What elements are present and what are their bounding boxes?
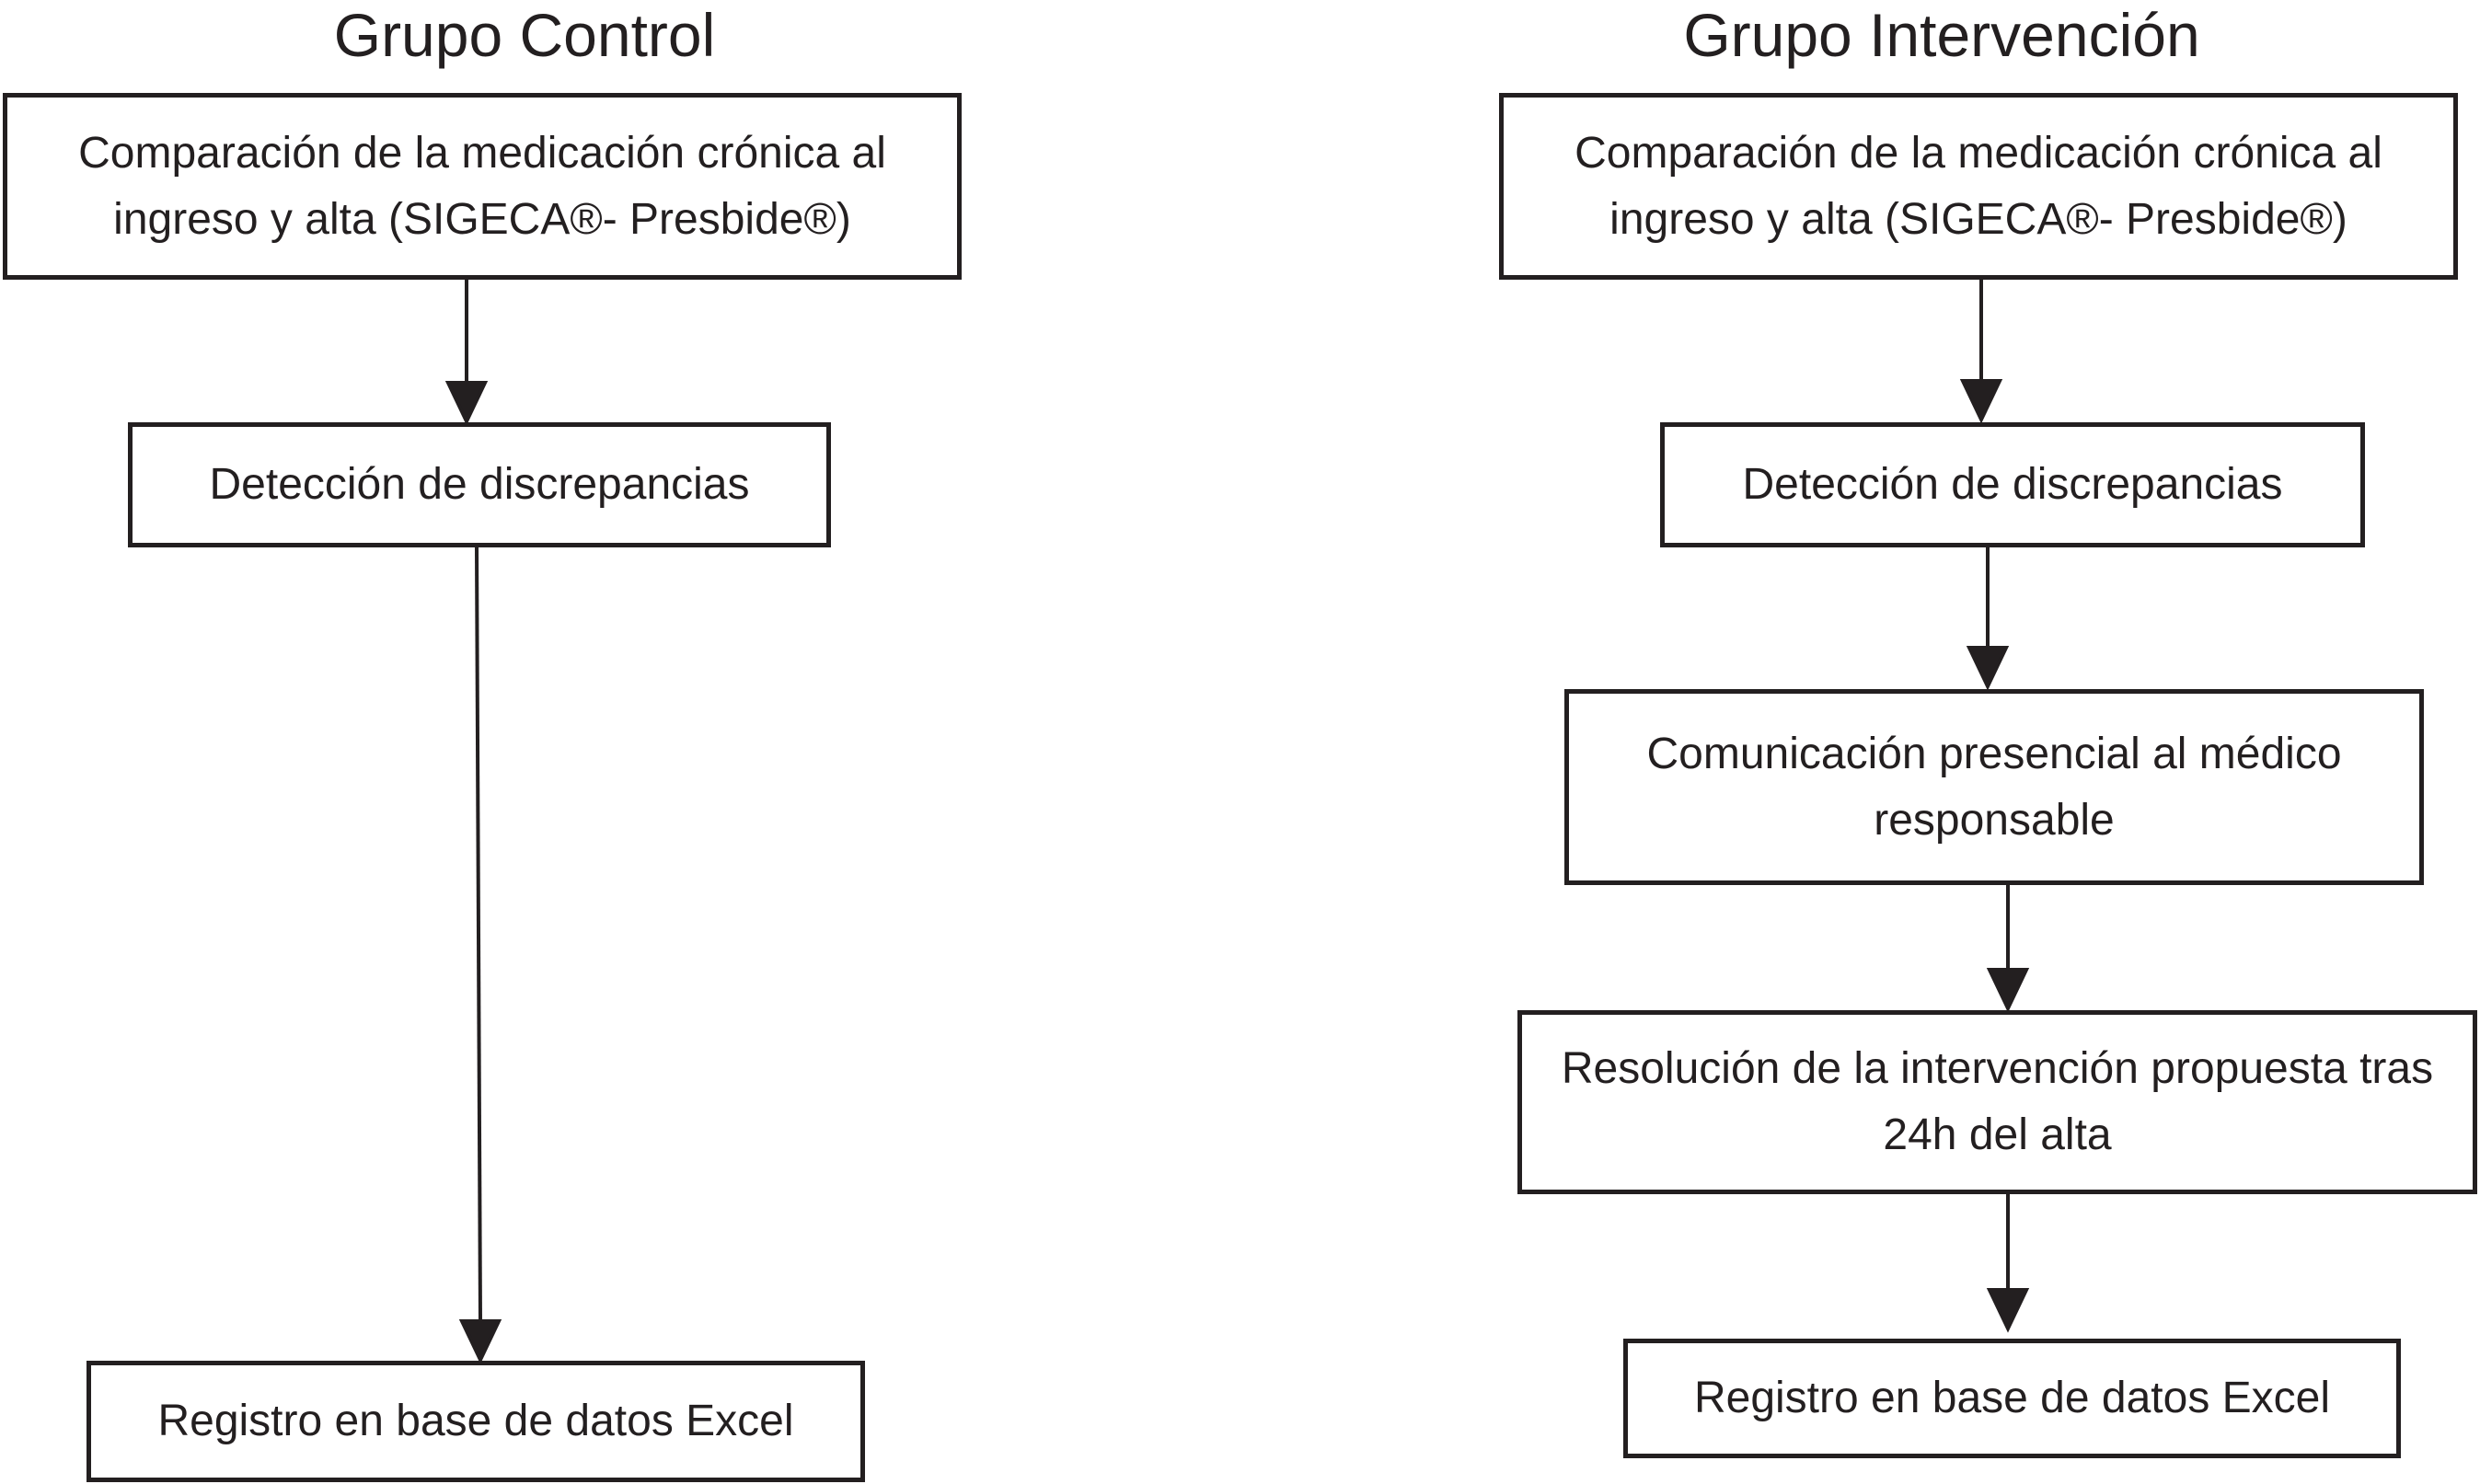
intervention-step-detection: Detección de discrepancias	[1660, 422, 2365, 547]
control-step-excel-record: Registro en base de datos Excel	[87, 1361, 865, 1482]
control-group-title: Grupo Control	[333, 1, 716, 69]
control-arrow-2	[475, 546, 482, 1324]
intervention-step-comparison: Comparación de la medicación crónica al …	[1499, 93, 2458, 280]
control-step-comparison-text: Comparación de la medicación crónica al …	[78, 128, 886, 244]
intervention-step-resolution-text: Resolución de la intervención propuesta …	[1561, 1044, 2434, 1159]
intervention-step-excel-record-text: Registro en base de datos Excel	[1693, 1374, 2331, 1422]
intervention-step-resolution: Resolución de la intervención propuesta …	[1517, 1010, 2477, 1194]
intervention-step-excel-record: Registro en base de datos Excel	[1623, 1339, 2401, 1458]
control-step-detection: Detección de discrepancias	[128, 422, 831, 547]
control-step-comparison: Comparación de la medicación crónica al …	[3, 93, 962, 280]
intervention-arrowhead-4	[1986, 1288, 2030, 1333]
intervention-group-title: Grupo Intervención	[1683, 1, 2200, 69]
intervention-step-detection-text: Detección de discrepancias	[1742, 460, 2283, 509]
intervention-arrowhead-1	[1959, 379, 2003, 424]
control-step-excel-record-text: Registro en base de datos Excel	[157, 1397, 794, 1445]
control-arrowhead-2	[458, 1319, 502, 1364]
intervention-step-communication: Comunicación presencial al médico respon…	[1564, 689, 2424, 885]
intervention-step-communication-text: Comunicación presencial al médico respon…	[1646, 729, 2342, 845]
control-step-detection-text: Detección de discrepancias	[209, 460, 750, 509]
intervention-arrowhead-3	[1986, 968, 2030, 1013]
intervention-arrowhead-2	[1966, 646, 2010, 691]
control-arrowhead-1	[444, 381, 489, 426]
intervention-step-comparison-text: Comparación de la medicación crónica al …	[1575, 128, 2382, 244]
